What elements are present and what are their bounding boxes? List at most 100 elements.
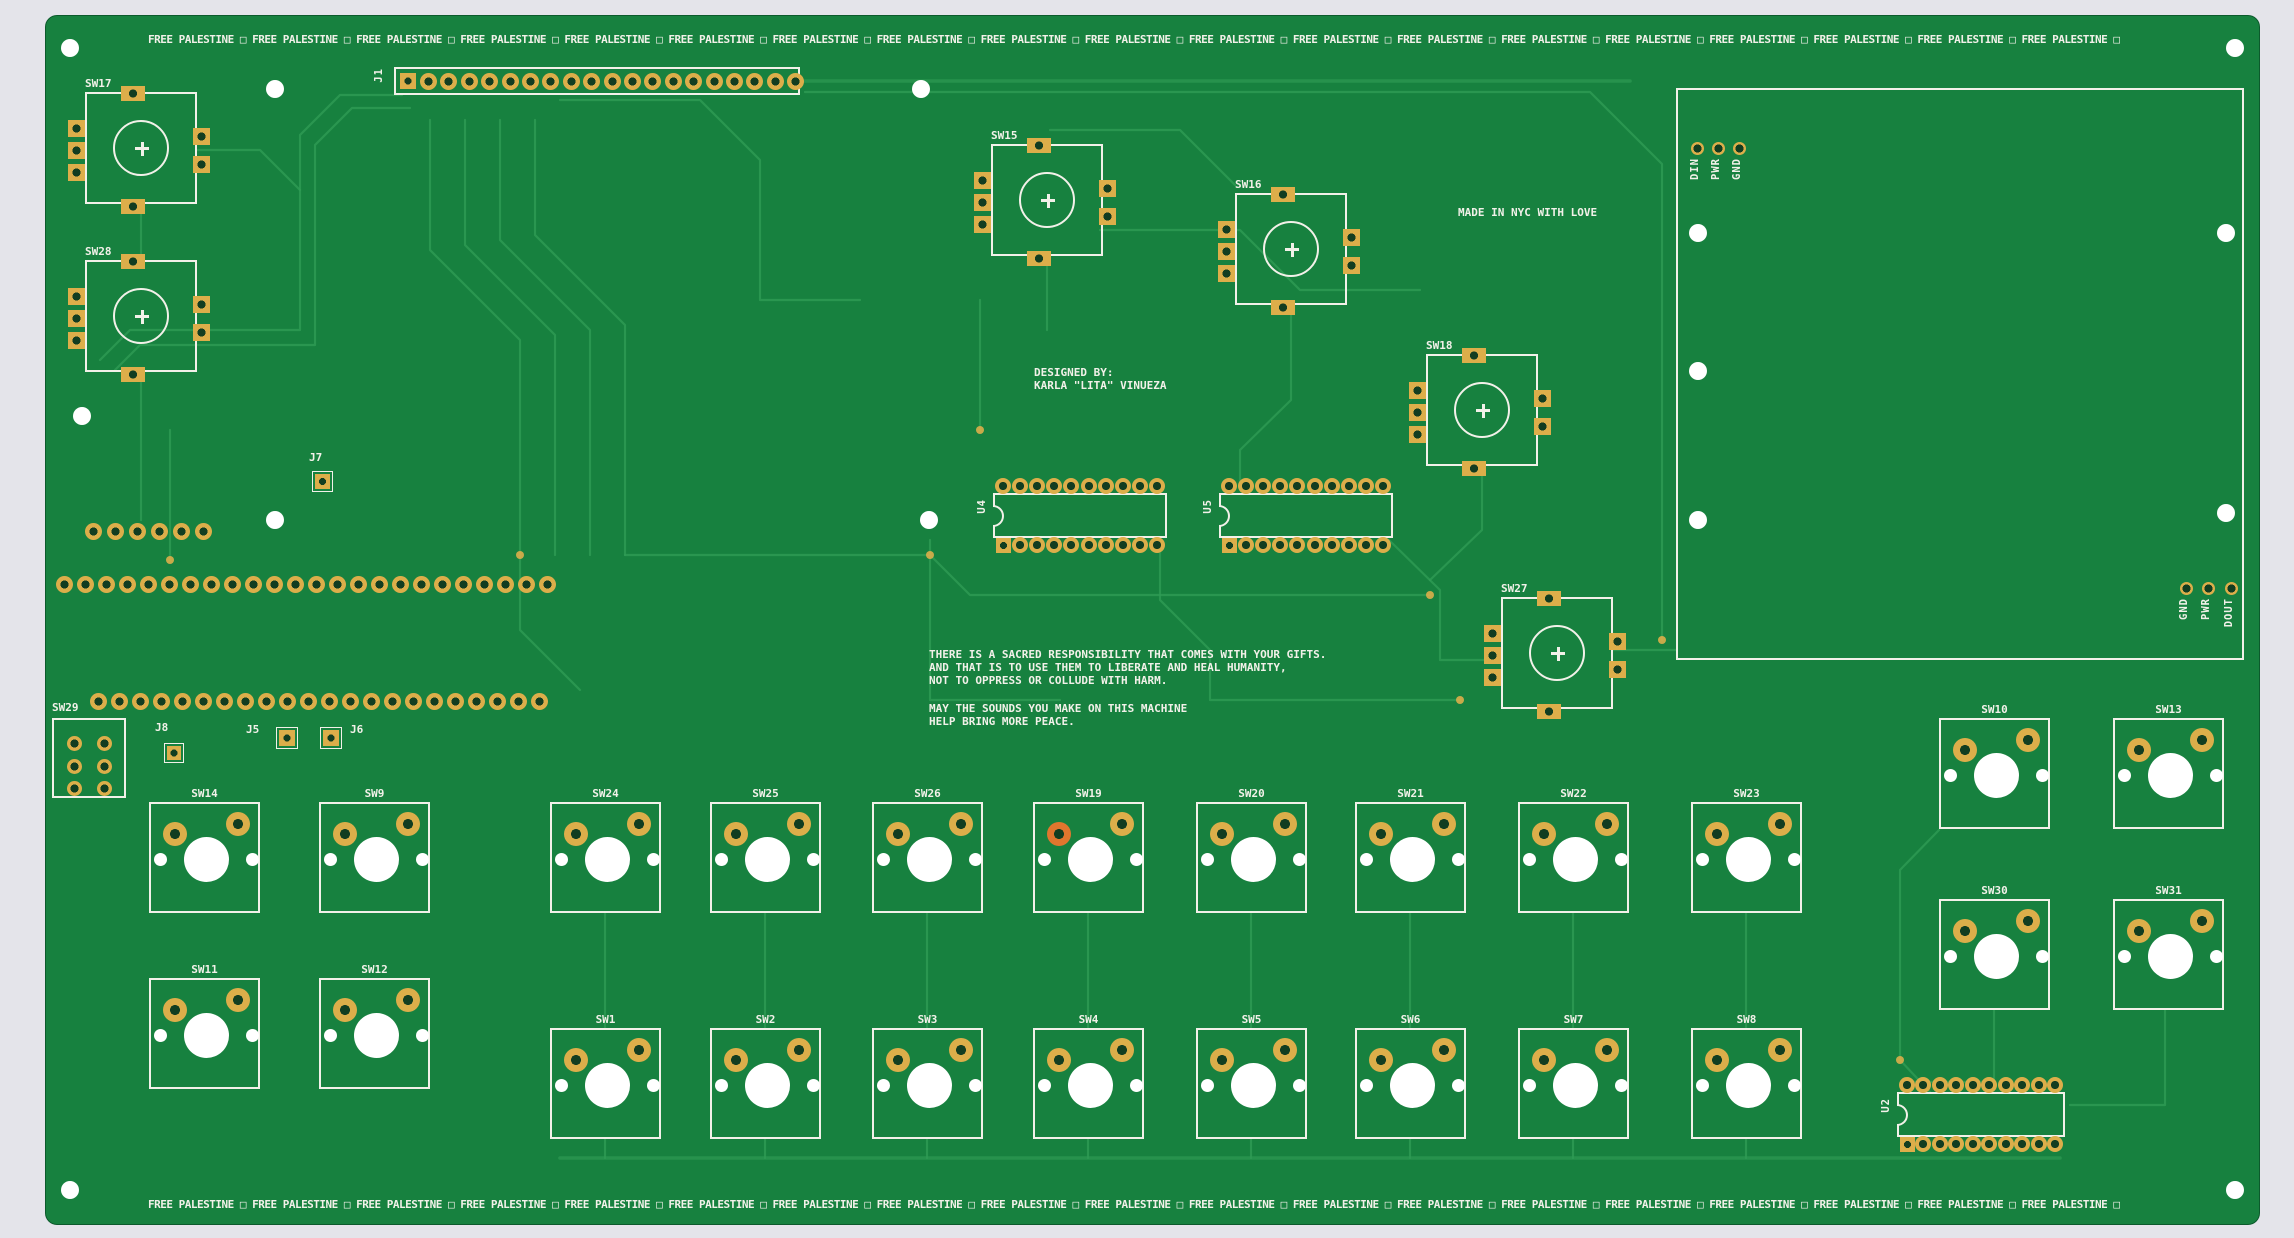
encoder-cross-icon: [1290, 242, 1294, 257]
switch-sw5[interactable]: SW5: [1196, 1013, 1307, 1139]
header-pad: [562, 72, 580, 90]
ic-pin-pad: [1915, 1077, 1932, 1093]
encoder-sw16[interactable]: SW16: [1218, 178, 1360, 315]
ic-pin-pad: [1948, 1136, 1965, 1152]
encoder-sw17[interactable]: SW17: [68, 77, 210, 214]
module-pin-label: DOUT: [2223, 598, 2235, 628]
header-pad: [623, 72, 641, 90]
switch-sw26[interactable]: SW26: [872, 787, 983, 913]
switch-pin-pad: [1273, 1038, 1297, 1062]
header-pad: [391, 575, 409, 593]
switch-center-hole: [354, 1013, 399, 1058]
encoder-sw15[interactable]: SW15: [974, 129, 1116, 266]
switch-sw21[interactable]: SW21: [1355, 787, 1466, 913]
ic-u5[interactable]: [1219, 493, 1393, 538]
switch-sw6[interactable]: SW6: [1355, 1013, 1466, 1139]
switch-label: SW20: [1238, 787, 1265, 800]
switch-sw8[interactable]: SW8: [1691, 1013, 1802, 1139]
encoder-sw28[interactable]: SW28: [68, 245, 210, 382]
header-pad: [530, 692, 548, 710]
switch-pin-pad: [2190, 728, 2214, 752]
ic-pin-pad: [1289, 537, 1306, 553]
switch-sw22[interactable]: SW22: [1518, 787, 1629, 913]
ic-pin-pad: [1046, 478, 1063, 494]
switch-sw20[interactable]: SW20: [1196, 787, 1307, 913]
switch-sw11[interactable]: SW11: [149, 963, 260, 1089]
led-module-outline[interactable]: [1676, 88, 2244, 660]
made-in-text: MADE IN NYC WITH LOVE: [1458, 206, 1598, 219]
switch-pin-pad: [1705, 1048, 1729, 1072]
encoder-sw27[interactable]: SW27: [1484, 582, 1626, 719]
switch-alignment-hole: [555, 1079, 568, 1092]
ic-pin-pad: [2030, 1077, 2047, 1093]
switch-label: SW9: [364, 787, 385, 800]
header-pad: [215, 692, 233, 710]
header-pad: [265, 575, 283, 593]
switch-pin-pad: [2016, 728, 2040, 752]
ic-pin-pad: [1981, 1136, 1998, 1152]
switch-sw30[interactable]: SW30: [1939, 884, 2050, 1010]
switch-sw23[interactable]: SW23: [1691, 787, 1802, 913]
ic-pin-pad: [1323, 537, 1340, 553]
switch-sw4[interactable]: SW4: [1033, 1013, 1144, 1139]
designed-by-line2: KARLA "LITA" VINUEZA: [1034, 379, 1167, 392]
switch-alignment-hole: [1523, 1079, 1536, 1092]
switch-center-hole: [585, 837, 630, 882]
switch-alignment-hole: [1788, 853, 1801, 866]
ic-u4[interactable]: [993, 493, 1167, 538]
ic-label: U2: [1880, 1098, 1892, 1113]
switch-sw19[interactable]: SW19: [1033, 787, 1144, 913]
ic-pin-pad: [1964, 1136, 1981, 1152]
encoder-mount-tab: [121, 199, 145, 214]
ic-u2[interactable]: [1897, 1092, 2065, 1137]
switch-sw7[interactable]: SW7: [1518, 1013, 1629, 1139]
switch-center-hole: [1726, 837, 1771, 882]
encoder-label: SW17: [85, 77, 112, 90]
switch-sw29[interactable]: [52, 718, 126, 798]
switch-sw1[interactable]: SW1: [550, 1013, 661, 1139]
switch-pin-pad: [396, 812, 420, 836]
switch-sw14[interactable]: SW14: [149, 787, 260, 913]
switch-sw3[interactable]: SW3: [872, 1013, 983, 1139]
encoder-pin-pad: [1534, 418, 1551, 435]
switch-alignment-hole: [416, 1029, 429, 1042]
encoder-pin-pad: [974, 194, 991, 211]
ic-notch: [993, 504, 1004, 527]
switch-alignment-hole: [1944, 950, 1957, 963]
header-pad: [440, 72, 458, 90]
switch-sw2[interactable]: SW2: [710, 1013, 821, 1139]
header-pad: [685, 72, 703, 90]
module-pin-label: GND: [1731, 158, 1743, 180]
switch-pin-pad: [1210, 1048, 1234, 1072]
header-pad: [705, 72, 723, 90]
header-pad: [787, 72, 805, 90]
header-pad: [425, 692, 443, 710]
switch-sw13[interactable]: SW13: [2113, 703, 2224, 829]
switch-pin-pad: [1532, 822, 1556, 846]
switch-sw10[interactable]: SW10: [1939, 703, 2050, 829]
switch-pin-pad: [96, 735, 112, 751]
switch-sw9[interactable]: SW9: [319, 787, 430, 913]
ic-pin-pad: [1981, 1077, 1998, 1093]
ic-pin-pad: [1915, 1136, 1932, 1152]
ic-pin-pad: [1964, 1077, 1981, 1093]
switch-sw24[interactable]: SW24: [550, 787, 661, 913]
switch-sw31[interactable]: SW31: [2113, 884, 2224, 1010]
encoder-pin-pad: [974, 216, 991, 233]
switch-pin-pad: [1110, 812, 1134, 836]
switch-alignment-hole: [1130, 1079, 1143, 1092]
switch-sw12[interactable]: SW12: [319, 963, 430, 1089]
header-pad: [517, 575, 535, 593]
header-pad: [454, 575, 472, 593]
switch-alignment-hole: [1038, 853, 1051, 866]
switch-sw25[interactable]: SW25: [710, 787, 821, 913]
header-pad: [194, 692, 212, 710]
header-pad: [223, 575, 241, 593]
switch-alignment-hole: [1038, 1079, 1051, 1092]
switch-pin-pad: [1953, 919, 1977, 943]
ic-pin-pad: [1306, 478, 1323, 494]
encoder-mount-tab: [1537, 591, 1561, 606]
switch-center-hole: [907, 837, 952, 882]
encoder-sw18[interactable]: SW18: [1409, 339, 1551, 476]
